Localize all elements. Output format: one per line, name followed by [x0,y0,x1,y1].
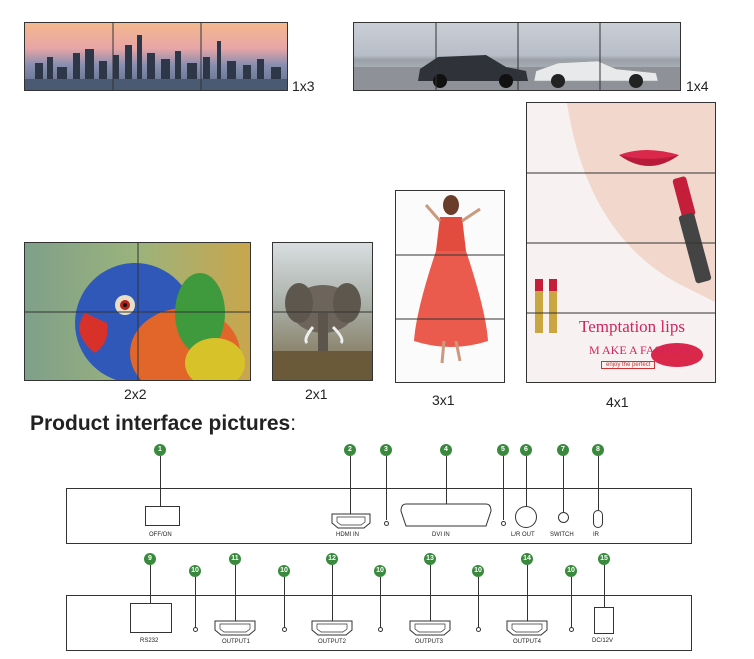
lr-out-jack[interactable] [515,506,537,528]
layout-label: 1x3 [292,78,315,94]
callout-badge: 7 [557,444,569,456]
layout-4x1-image: Temptation lips M AKE A FASHION enjoy th… [526,102,716,383]
indicator-led [384,521,389,526]
ir-sensor [593,510,603,528]
callout-badge: 10 [374,565,386,577]
cars-illustration [354,23,680,90]
callout-badge: 10 [565,565,577,577]
layout-1x4-image [353,22,681,91]
dvi-in-port[interactable] [400,503,492,527]
output3-port[interactable] [409,620,451,636]
indicator-led [193,627,198,632]
output2-port[interactable] [311,620,353,636]
callout-badge: 2 [344,444,356,456]
output2-label: OUTPUT2 [318,639,347,645]
output1-port[interactable] [214,620,256,636]
callout-badge: 9 [144,553,156,565]
rs232-port[interactable] [130,603,172,633]
parrot-illustration [25,243,250,380]
indicator-led [476,627,481,632]
callout-badge: 11 [229,553,241,565]
lips-illustration [527,103,715,367]
poster-headline: Temptation lips [579,317,685,336]
callout-badge: 3 [380,444,392,456]
dc-power-jack[interactable] [594,607,614,634]
switch-label: SWITCH [550,532,574,538]
layout-label: 3x1 [432,392,455,408]
layout-label: 2x1 [305,386,328,402]
output1-label: OUTPUT1 [222,639,251,645]
poster-subline: M AKE A FASHION [589,343,692,357]
indicator-led [501,521,506,526]
output4-label: OUTPUT4 [513,639,542,645]
callout-badge: 15 [598,553,610,565]
callout-badge: 10 [472,565,484,577]
layout-2x2-image [24,242,251,381]
callout-badge: 8 [592,444,604,456]
hdmi-in-label: HDMI IN [336,532,359,538]
layout-3x1-image [395,190,505,383]
power-switch[interactable] [145,506,180,526]
callout-badge: 4 [440,444,452,456]
layout-label: 1x4 [686,78,709,94]
ir-label: IR [593,532,599,538]
indicator-led [378,627,383,632]
power-label: OFF/ON [149,532,172,538]
callout-badge: 1 [154,444,166,456]
hdmi-in-port[interactable] [331,513,371,529]
layout-2x1-image [272,242,373,381]
callout-badge: 6 [520,444,532,456]
callout-badge: 14 [521,553,533,565]
output4-port[interactable] [506,620,548,636]
poster-tagline: enjoy the perfect [601,361,656,369]
lr-out-label: L/R OUT [511,532,535,538]
dvi-in-label: DVI IN [432,532,450,538]
indicator-led [569,627,574,632]
dc-label: DC/12V [592,638,614,644]
callout-badge: 13 [424,553,436,565]
elephant-illustration [273,283,372,380]
section-title: Product interface pictures: [30,412,297,435]
output3-label: OUTPUT3 [415,639,444,645]
callout-badge: 10 [278,565,290,577]
layout-label: 2x2 [124,386,147,402]
layout-label: 4x1 [606,394,629,410]
callout-badge: 10 [189,565,201,577]
dress-illustration [396,195,504,364]
indicator-led [282,627,287,632]
layout-1x3-image [24,22,288,91]
rs232-label: RS232 [140,638,159,644]
switch-button[interactable] [558,512,569,523]
skyline-illustration [25,23,287,90]
callout-badge: 5 [497,444,509,456]
callout-badge: 12 [326,553,338,565]
